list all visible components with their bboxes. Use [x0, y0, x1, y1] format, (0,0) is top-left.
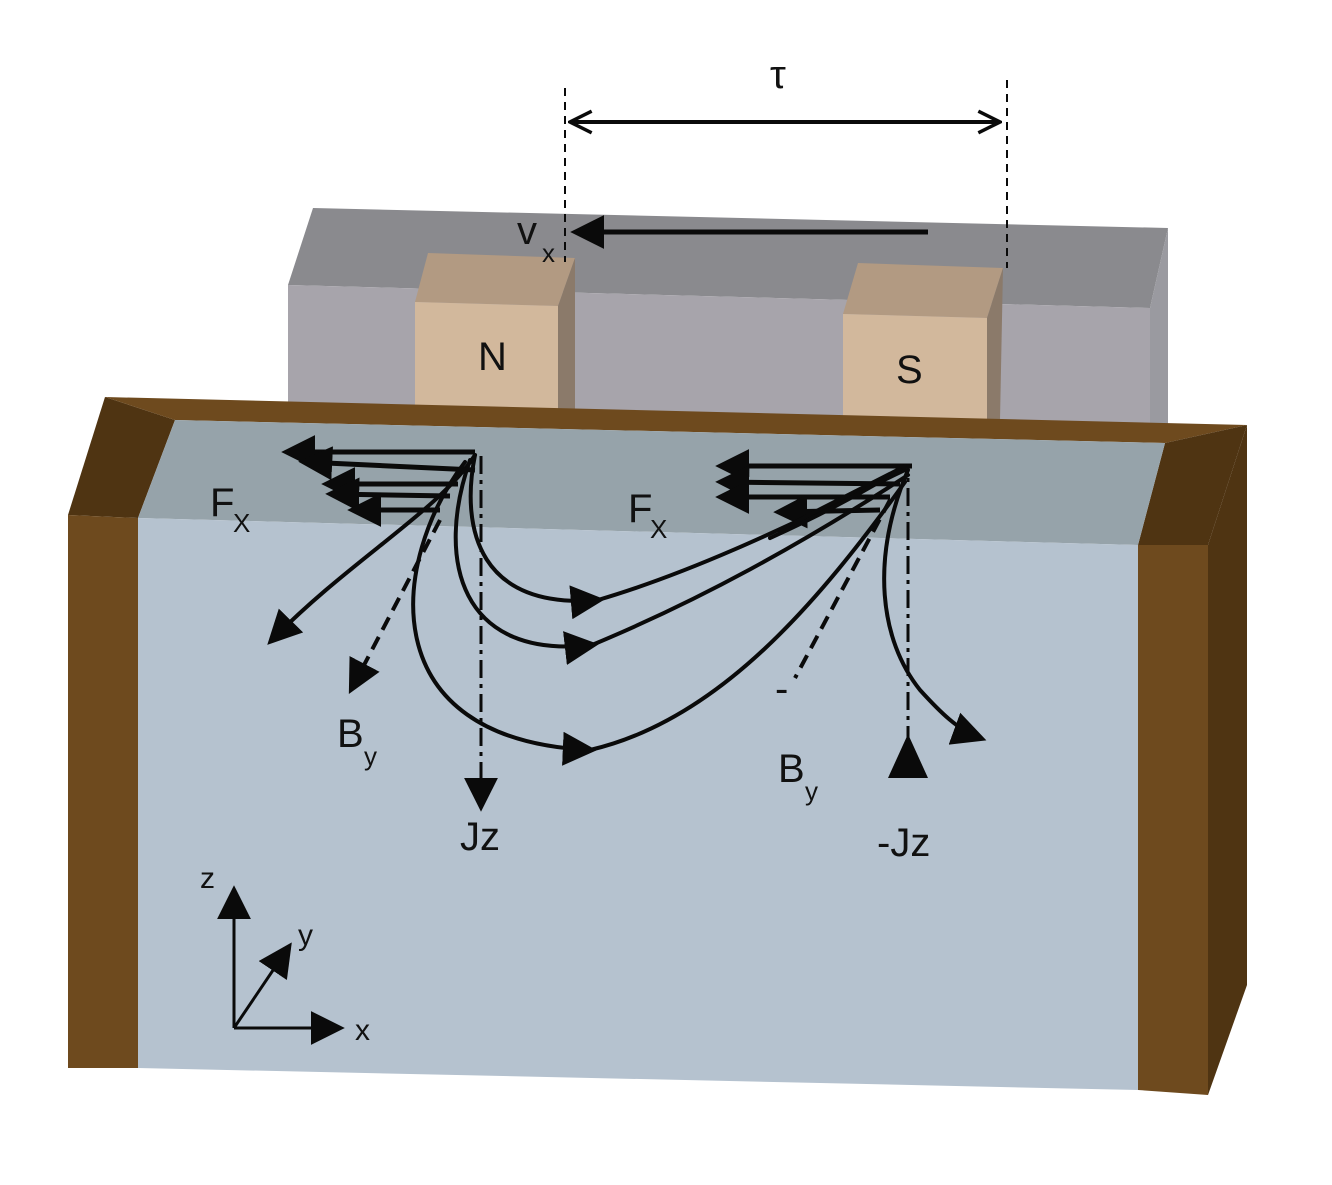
force-left-label: F	[210, 481, 234, 525]
plate-front-surface	[138, 518, 1138, 1090]
field-arrow-left	[348, 519, 442, 695]
velocity-label: v	[517, 209, 537, 253]
frame-left-top	[68, 397, 175, 518]
field-line-right	[793, 499, 892, 679]
frame-right-side	[1208, 425, 1247, 1095]
current-paths	[267, 453, 987, 766]
tau-label: τ	[770, 53, 786, 97]
force-arrows-left	[281, 435, 476, 527]
field-right-subscript: y	[805, 776, 818, 806]
current-density-neg-label: -Jz	[877, 821, 930, 865]
frame-right-front	[1138, 545, 1208, 1095]
magnet-south: S	[843, 263, 1003, 420]
carrier-side-face	[1150, 228, 1168, 425]
field-right-label: B	[778, 747, 805, 791]
axis-z-label: z	[200, 862, 215, 895]
magnet-south-label: S	[896, 348, 923, 392]
force-right-label: F	[628, 487, 652, 531]
frame-left-front	[68, 515, 138, 1068]
frame-right-top	[1138, 425, 1247, 545]
coordinate-axes	[217, 885, 345, 1045]
axis-y-label: y	[298, 919, 313, 952]
field-left-subscript: y	[364, 741, 377, 771]
force-left-subscript: X	[233, 508, 250, 538]
magnet-north: N	[415, 253, 575, 410]
conducting-plate	[68, 397, 1247, 1095]
current-density-label: Jz	[460, 815, 500, 859]
frame-top-strip	[105, 397, 1247, 443]
magnet-north-label: N	[478, 335, 507, 379]
field-left-label: B	[337, 712, 364, 756]
force-right-subscript: X	[650, 514, 667, 544]
axis-y-arrow	[232, 942, 292, 1029]
stray-mark: -	[775, 667, 788, 711]
velocity-subscript: x	[542, 238, 555, 268]
axis-x-label: x	[355, 1014, 370, 1047]
current-density-arrowhead-up	[888, 734, 928, 778]
pole-pitch	[564, 80, 1008, 268]
